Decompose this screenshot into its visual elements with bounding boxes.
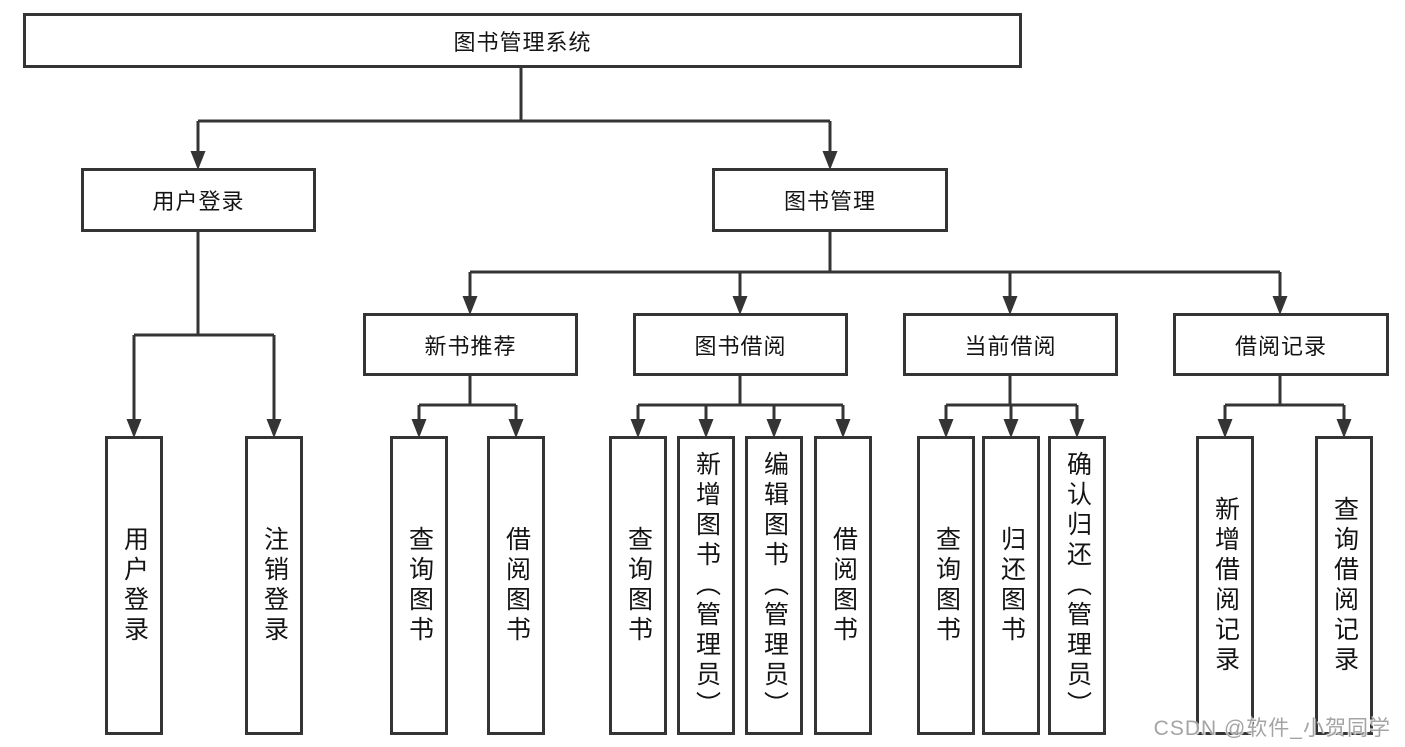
node-user-login-leaf: 用户登录 [105,436,163,735]
node-return-books: 归还图书 [982,436,1040,735]
node-book-borrowing: 图书借阅 [633,313,848,376]
node-query-books-recommend: 查询图书 [390,436,448,735]
node-root: 图书管理系统 [23,13,1022,68]
node-query-books-borrowing: 查询图书 [609,436,667,735]
node-edit-books-admin: 编辑图书（管理员） [745,436,803,735]
node-current-borrowing: 当前借阅 [903,313,1118,376]
node-borrowing-records: 借阅记录 [1173,313,1389,376]
csdn-watermark: CSDN @软件_小贺同学 [1153,717,1391,740]
node-user-login: 用户登录 [81,168,316,232]
arrowhead-icons [126,151,1352,438]
node-confirm-return-admin: 确认归还（管理员） [1048,436,1106,735]
node-add-books-admin: 新增图书（管理员） [677,436,735,735]
node-borrow-books: 借阅图书 [814,436,872,735]
node-query-books-current: 查询图书 [917,436,975,735]
node-book-management: 图书管理 [712,168,948,232]
node-borrow-books-recommend: 借阅图书 [487,436,545,735]
node-add-borrow-record: 新增借阅记录 [1196,436,1254,735]
node-new-book-recommend: 新书推荐 [363,313,578,376]
node-logout: 注销登录 [245,436,303,735]
node-query-borrow-record: 查询借阅记录 [1315,436,1373,735]
